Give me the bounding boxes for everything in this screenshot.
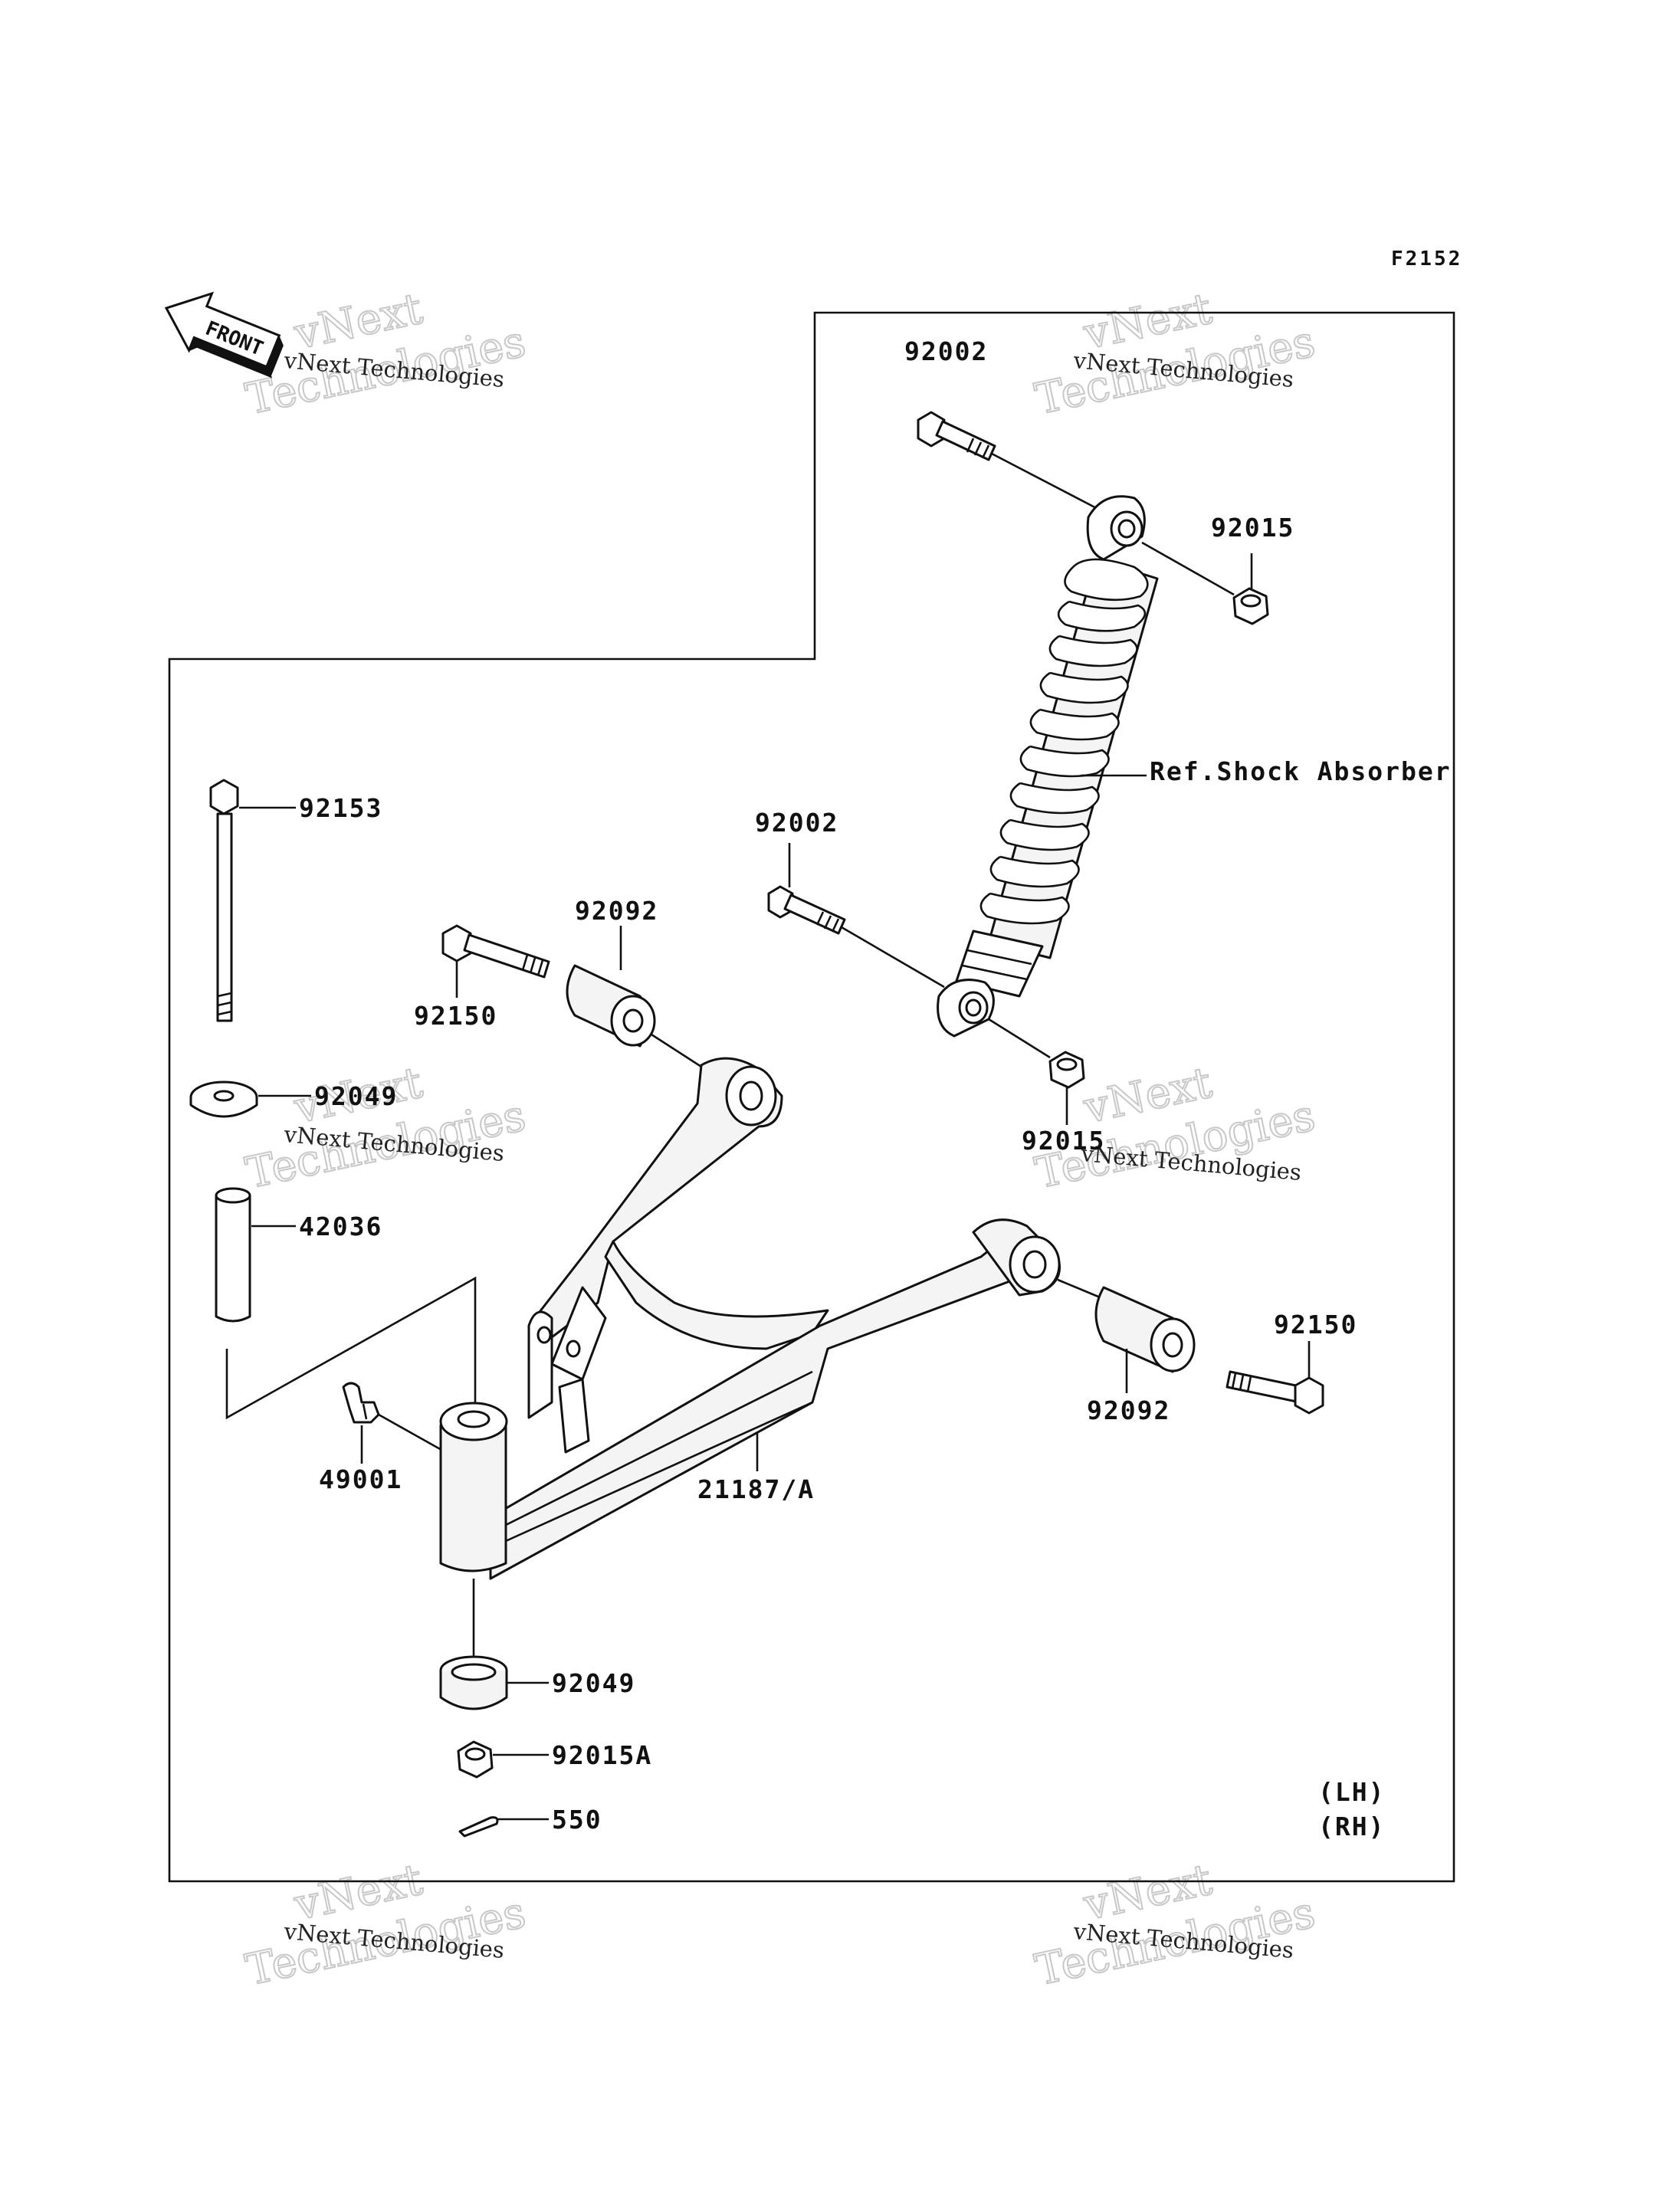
label-ref-shock-absorber: Ref.Shock Absorber [1150, 756, 1452, 786]
label-92002-top: 92002 [904, 336, 988, 366]
a-arm [439, 1057, 1104, 1671]
label-21187a: 21187/A [697, 1474, 815, 1504]
label-42036: 42036 [299, 1212, 382, 1241]
diagram-border [168, 311, 1455, 1883]
bolt-92002-mid [767, 885, 945, 989]
figure-reference: F2152 [1391, 248, 1462, 271]
part-labels: 92002 92015 Ref.Shock Absorber 92002 920… [299, 336, 1452, 1841]
label-92002-mid: 92002 [755, 808, 838, 838]
label-550: 550 [552, 1805, 602, 1835]
left-parts [189, 779, 702, 1464]
nut-92015-mid [1048, 1051, 1085, 1089]
label-92150-right: 92150 [1274, 1310, 1357, 1340]
shock-absorber [767, 411, 1269, 1125]
right-parts [1094, 1286, 1324, 1415]
side-note-lh: (LH) [1318, 1777, 1385, 1807]
label-92049-top: 92049 [314, 1081, 398, 1111]
label-92153: 92153 [299, 793, 382, 823]
bottom-parts [439, 1655, 549, 1838]
side-note-rh: (RH) [1318, 1812, 1385, 1841]
label-92092-left: 92092 [575, 896, 658, 926]
label-92049-bottom: 92049 [552, 1668, 635, 1698]
watermark: vNext Technologies vNext Technologies vN… [241, 283, 1320, 1996]
label-92015a: 92015A [552, 1740, 652, 1770]
label-92015-top: 92015 [1211, 513, 1294, 543]
nut-92015-top [1232, 587, 1269, 625]
front-arrow-icon: FRONT [164, 291, 284, 379]
label-92150-left: 92150 [414, 1001, 497, 1031]
label-92015-mid: 92015 [1022, 1126, 1105, 1156]
bolt-92002-top [917, 411, 1104, 513]
label-49001: 49001 [319, 1464, 402, 1494]
label-92092-right: 92092 [1087, 1395, 1170, 1425]
